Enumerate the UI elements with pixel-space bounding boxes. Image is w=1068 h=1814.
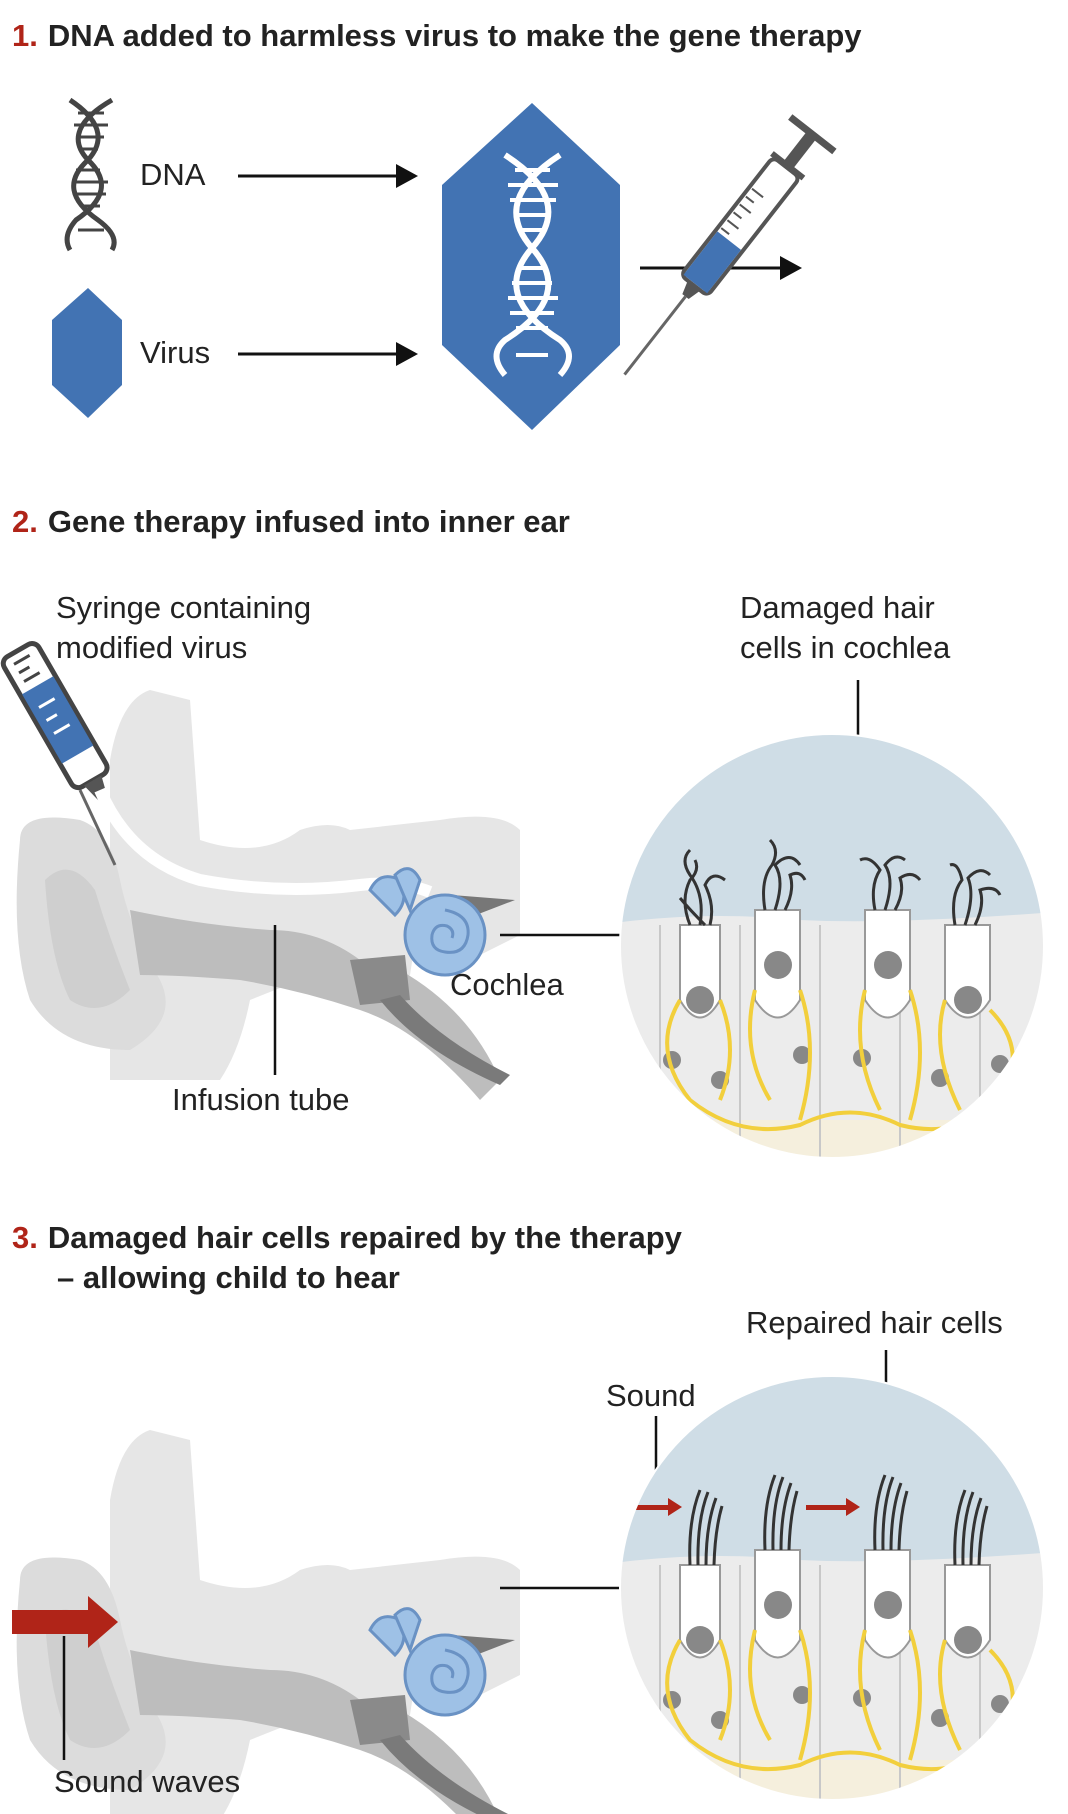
dna-arrow-icon [238, 164, 418, 188]
ear-illustration [16, 1430, 520, 1814]
virus-label: Virus [140, 335, 211, 370]
sound-waves-arrow-icon [12, 1596, 118, 1648]
step2-title: Gene therapy infused into inner ear [47, 504, 570, 539]
sound-waves-label: Sound waves [54, 1764, 241, 1799]
step1-heading: 1. DNA added to harmless virus to make th… [12, 16, 862, 56]
cochlea-label: Cochlea [450, 967, 564, 1002]
hair-cells-damaged [620, 734, 1044, 1158]
step3-heading: 3. Damaged hair cells repaired by the the… [12, 1218, 682, 1298]
dna-label: DNA [140, 157, 206, 192]
sound-arrow-icon [636, 1498, 682, 1516]
ear-illustration [16, 690, 520, 1100]
sound-label: Sound [606, 1378, 696, 1413]
step2-illustration [0, 641, 1045, 1159]
dna-icon [64, 97, 117, 252]
syringe-icon [623, 114, 837, 376]
step1-illustration [52, 97, 837, 430]
step2-number: 2. [12, 504, 38, 539]
step3-number: 3. [12, 1220, 38, 1255]
repaired-cells-label: Repaired hair cells [746, 1305, 1003, 1340]
infusion-tube-label: Infusion tube [172, 1082, 350, 1117]
cochlea-icon [368, 867, 487, 977]
step1-number: 1. [12, 18, 38, 53]
step3-title-line2: – allowing child to hear [57, 1260, 400, 1295]
virus-icon [52, 288, 122, 418]
step1-title: DNA added to harmless virus to make the … [47, 18, 862, 53]
cochlea-icon [368, 1607, 487, 1717]
modified-virus-icon [442, 103, 620, 430]
hair-cells-repaired [620, 1376, 1044, 1800]
sound-arrow-icon [806, 1498, 860, 1516]
virus-arrow-icon [238, 342, 418, 366]
step3-title-line1: Damaged hair cells repaired by the thera… [47, 1220, 682, 1255]
step3-illustration [12, 1350, 1045, 1814]
syringe-icon [0, 641, 110, 801]
step2-heading: 2. Gene therapy infused into inner ear [12, 502, 570, 542]
